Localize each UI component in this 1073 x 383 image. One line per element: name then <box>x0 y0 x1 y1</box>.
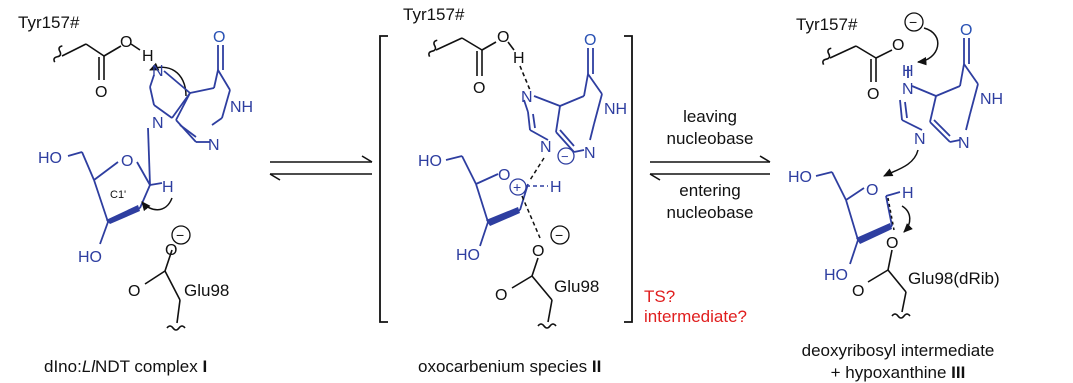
ho-5prime-II: HO <box>418 153 442 170</box>
curved-arrow-C1-O <box>901 205 913 233</box>
equilibrium-arrows-2: leaving nucleobase entering nucleobase <box>649 107 771 222</box>
c1-prime-label: C1' <box>110 189 126 201</box>
partial-bond-C1-O <box>521 195 541 239</box>
tyr157-acid-group-II <box>428 37 531 91</box>
N1H-label-II: NH <box>604 101 627 118</box>
glu98-label-I: Glu98 <box>184 281 229 300</box>
acid-oxygen-II: O <box>497 29 509 46</box>
oxocarbenium-charge <box>509 178 527 196</box>
carbonyl-oxygen-III: O <box>960 22 972 39</box>
leaving-label-line1: leaving <box>683 107 737 126</box>
carboxylate-charge-II <box>550 225 570 245</box>
phenolate-oxygen: O <box>892 37 904 54</box>
carboxylate-minus-I: − <box>176 227 184 243</box>
N7-label-II: N <box>521 89 533 106</box>
N9-label-III: N <box>914 131 926 148</box>
caption-III-line2: + hypoxanthine III <box>831 363 966 382</box>
glu-oxygen-top-II: O <box>532 243 544 260</box>
wavy-bond <box>53 45 63 63</box>
acid-hydrogen: H <box>142 48 154 65</box>
entering-label-line1: entering <box>679 181 740 200</box>
acid-oxygen-double: O <box>95 84 107 101</box>
N3-label-III: N <box>958 135 970 152</box>
hypoxanthine-ring-II <box>523 48 603 153</box>
caption-II: oxocarbenium species II <box>418 357 601 376</box>
glu98-drib-label: Glu98(dRib) <box>908 269 1000 288</box>
ester-carbonyl-oxygen-III: O <box>852 283 864 300</box>
N7H-hydrogen-III: H <box>902 63 914 80</box>
N9-label-II: N <box>540 139 552 156</box>
panel-oxocarbenium-II: Tyr157# O O H <box>379 5 747 376</box>
phenolate-minus: − <box>909 14 917 30</box>
hypoxanthine-ring-I <box>149 45 231 143</box>
c1-hydrogen-III: H <box>902 185 914 202</box>
tyr157-label-III: Tyr157# <box>796 15 858 34</box>
N1H-label-I: NH <box>230 99 253 116</box>
ester-oxygen-III: O <box>886 235 898 252</box>
glu98-carboxylate-II <box>511 257 557 329</box>
tyr157-acid-group <box>53 43 141 80</box>
purine-minus-II: − <box>561 149 569 164</box>
glu-oxygen-left-II: O <box>495 287 507 304</box>
ring-oxygen-I: O <box>121 153 133 170</box>
carboxylate-minus-II: − <box>555 227 563 243</box>
ho-5prime-I: HO <box>38 150 62 167</box>
curved-arrow-H-to-C1 <box>141 197 173 212</box>
acid-oxygen: O <box>120 34 132 51</box>
partial-bond-N9-C1 <box>529 157 545 181</box>
phenolate-oxygen-double: O <box>867 86 879 103</box>
sugar-bold-bond-II <box>486 207 520 226</box>
tyr157-phenolate-group <box>822 45 893 82</box>
acid-hydrogen-II: H <box>513 50 525 67</box>
N3-label-II: N <box>584 145 596 162</box>
entering-label-line2: nucleobase <box>667 203 754 222</box>
curved-arrow-O-to-H <box>916 27 939 66</box>
sugar-bold-bond-III <box>856 223 892 244</box>
caption-III-line1: deoxyribosyl intermediate <box>802 341 995 360</box>
N3-label-I: N <box>208 137 220 154</box>
glu98-carboxylate-I <box>144 249 186 331</box>
curved-arrow-N9-to-C1 <box>883 149 919 177</box>
c1-hydrogen-II: H <box>550 179 562 196</box>
sugar-bold-bond <box>106 205 140 224</box>
oxocarbenium-sugar-II <box>445 155 529 247</box>
ts-question: TS? <box>644 287 675 306</box>
glu-oxygen-left-I: O <box>128 283 140 300</box>
intermediate-question: intermediate? <box>644 307 747 326</box>
c1-hydrogen-I: H <box>162 179 174 196</box>
leaving-label-line2: nucleobase <box>667 129 754 148</box>
phenolate-charge <box>904 12 924 32</box>
N7-label-I: N <box>152 63 164 80</box>
glu98-ester-III <box>867 249 911 319</box>
glu-oxygen-top-I: O <box>165 242 177 259</box>
panel-complex-I: Tyr157# O O H <box>18 13 253 376</box>
ring-oxygen-II: O <box>498 167 510 184</box>
transition-brackets <box>379 35 633 323</box>
carbonyl-oxygen-II: O <box>584 32 596 49</box>
equilibrium-arrows-1 <box>269 155 373 181</box>
hypoxanthine-ring-III <box>899 38 979 143</box>
N7-label-III: N <box>902 81 914 98</box>
deoxyribose-I <box>67 127 163 245</box>
panel-deoxyribosyl-III: Tyr157# O O − <box>788 12 1003 382</box>
ho-5prime-III: HO <box>788 169 812 186</box>
ho-3prime-III: HO <box>824 267 848 284</box>
ho-3prime-I: HO <box>78 249 102 266</box>
carboxylate-charge-I <box>171 225 191 245</box>
ring-oxygen-III: O <box>866 182 878 199</box>
carbonyl-oxygen-I: O <box>213 29 225 46</box>
N9-label-I: N <box>152 115 164 132</box>
tyr157-label-II: Tyr157# <box>403 5 465 24</box>
oxocarbenium-plus: + <box>513 179 521 195</box>
glu98-label-II: Glu98 <box>554 277 599 296</box>
acid-oxygen-double-II: O <box>473 80 485 97</box>
ho-3prime-II: HO <box>456 247 480 264</box>
N1H-label-III: NH <box>980 91 1003 108</box>
purine-charge-II <box>557 147 575 165</box>
caption-I: dIno:LlNDT complex I <box>44 357 207 376</box>
tyr157-label: Tyr157# <box>18 13 80 32</box>
